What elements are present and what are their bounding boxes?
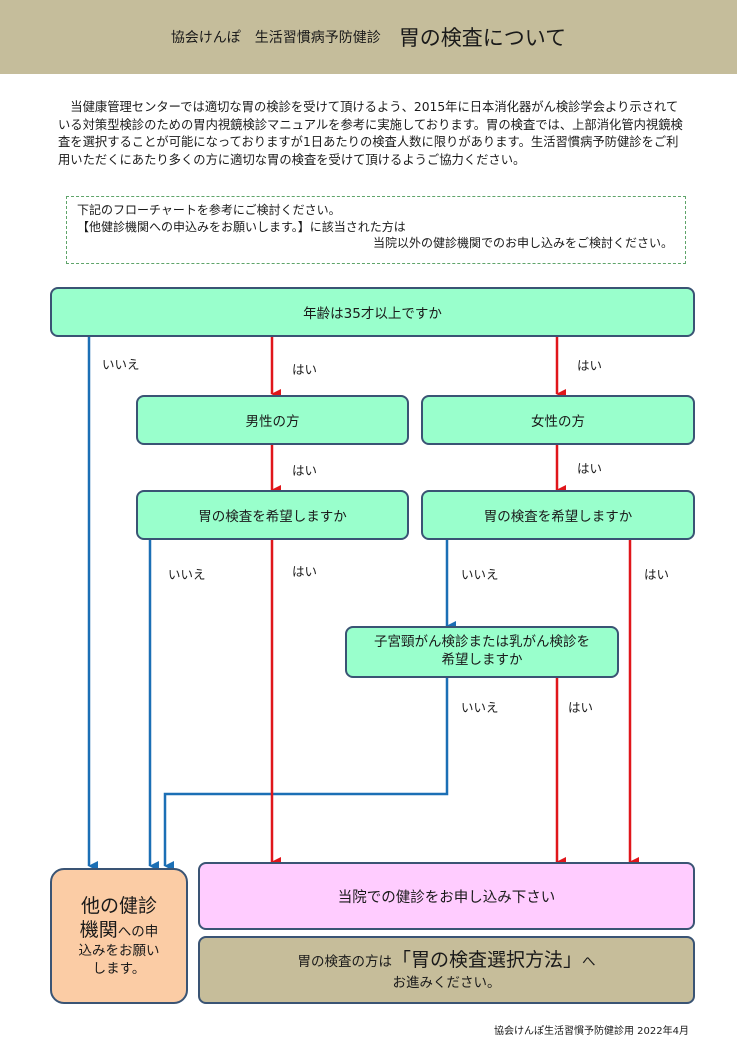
note-line-1: 下記のフローチャートを参考にご検討ください。 <box>77 203 341 217</box>
node-stomach-question-male: 胃の検査を希望しますか <box>136 490 409 540</box>
label-no-age: いいえ <box>102 357 140 372</box>
header-subtitle: 協会けんぽ 生活習慣病予防健診 <box>170 30 381 46</box>
intro-text: 当健康管理センターでは適切な胃の検診を受けて頂けるよう、2015年に日本消化器が… <box>58 99 688 169</box>
label-yes-age-female: はい <box>577 358 603 373</box>
label-yes-male-stomach: はい <box>292 564 318 579</box>
cancer-question-line-1: 子宮頸がん検診または乳がん検診を <box>374 634 590 651</box>
stomach-question-female-text: 胃の検査を希望しますか <box>483 509 633 525</box>
note-line-2: 【他健診機関への申込みをお願いします。】に該当された方は <box>77 219 406 234</box>
node-female: 女性の方 <box>421 395 695 445</box>
other-facility-line-3: 込みをお願い <box>78 943 160 960</box>
node-age-question: 年齢は35才以上ですか <box>50 287 695 337</box>
method-prefix: 胃の検査の方は <box>297 954 392 971</box>
apply-here-text: 当院での健診をお申し込み下さい <box>337 889 556 906</box>
female-text: 女性の方 <box>531 414 585 430</box>
other-facility-line-2a: 機関 <box>79 919 118 942</box>
label-no-male-stomach: いいえ <box>168 567 206 582</box>
label-yes-cancer: はい <box>568 700 594 715</box>
cancer-question-line-2: 希望しますか <box>441 652 523 668</box>
label-yes-male: はい <box>292 463 318 478</box>
method-line-2: お進みください。 <box>392 974 501 991</box>
instruction-note: 下記のフローチャートを参考にご検討ください。 【他健診機関への申込みをお願いしま… <box>66 196 686 264</box>
node-other-facility: 他の健診 機関への申 込みをお願い します。 <box>50 868 188 1004</box>
header-title: 胃の検査について <box>398 26 567 50</box>
age-question-text: 年齢は35才以上ですか <box>303 306 442 322</box>
label-no-female-stomach: いいえ <box>461 567 499 582</box>
page-header: 協会けんぽ 生活習慣病予防健診 胃の検査について <box>0 0 737 74</box>
method-emphasis: 「胃の検査選択方法」 <box>391 949 582 972</box>
node-stomach-question-female: 胃の検査を希望しますか <box>421 490 695 540</box>
label-yes-age-male: はい <box>292 362 318 377</box>
other-facility-line-1: 他の健診 <box>80 894 157 917</box>
arrow-cancer-no <box>163 677 449 871</box>
method-line-1: 胃の検査の方は「胃の検査選択方法」へ <box>297 948 595 974</box>
other-facility-line-2b: への申 <box>117 924 159 941</box>
other-facility-line-2: 機関への申 <box>80 918 159 943</box>
note-line-3: 当院以外の健診機関でのお申し込みをご検討ください。 <box>372 236 673 250</box>
node-male: 男性の方 <box>136 395 409 445</box>
label-yes-female-stomach: はい <box>644 567 670 582</box>
stomach-question-male-text: 胃の検査を希望しますか <box>198 509 347 525</box>
node-cancer-screening-question: 子宮頸がん検診または乳がん検診を 希望しますか <box>345 626 619 678</box>
other-facility-line-4: します。 <box>92 960 146 977</box>
label-no-cancer: いいえ <box>461 700 499 715</box>
method-suffix: へ <box>582 954 596 971</box>
footer-note: 協会けんぽ生活習慣予防健診用 2022年4月 <box>494 1026 689 1037</box>
node-apply-here: 当院での健診をお申し込み下さい <box>198 862 695 930</box>
label-yes-female: はい <box>577 461 603 476</box>
node-stomach-method: 胃の検査の方は「胃の検査選択方法」へ お進みください。 <box>198 936 695 1004</box>
male-text: 男性の方 <box>245 414 300 430</box>
intro-paragraph: 当健康管理センターでは適切な胃の検診を受けて頂けるよう、2015年に日本消化器が… <box>58 100 683 167</box>
